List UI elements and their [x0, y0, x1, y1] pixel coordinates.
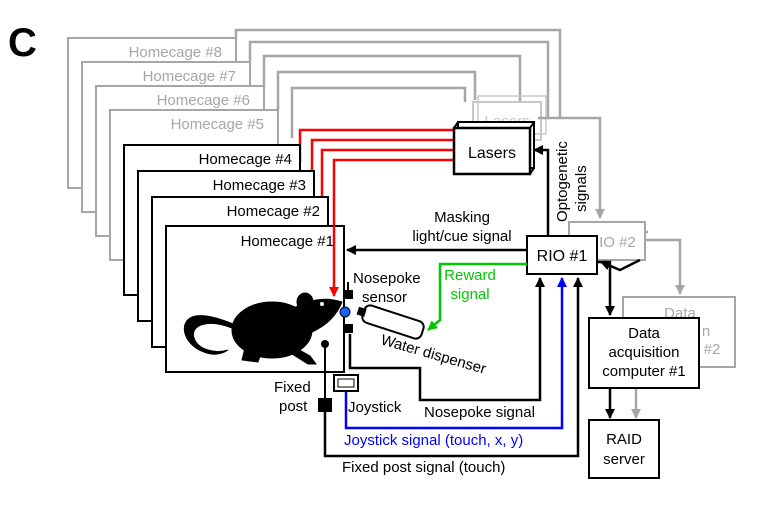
nosepoke-sensor-bottom [344, 324, 353, 333]
daq1-line-2: acquisition [609, 344, 680, 361]
nosepoke-sensor-label-1: Nosepoke [353, 270, 421, 287]
homecage-4-label: Homecage #4 [199, 151, 292, 168]
daq1-box [588, 317, 700, 389]
nosepoke-sensor-top [344, 290, 353, 299]
nosepoke-sensor-label-2: sensor [362, 289, 407, 306]
raid-box [588, 419, 660, 479]
homecage-3-label: Homecage #3 [213, 177, 306, 194]
homecage-2-label: Homecage #2 [227, 203, 320, 220]
lasers-box-edge-1 [453, 121, 459, 129]
masking-label-1: Masking [434, 209, 490, 226]
lasers-label: Lasers [468, 145, 516, 162]
daq1-line-3: computer #1 [602, 363, 685, 380]
fixed-post-signal-arrow [323, 277, 583, 458]
joystick-label: Joystick [348, 399, 402, 416]
raid-line-1: RAID [606, 431, 642, 448]
back-line-2 [248, 40, 550, 118]
rat-hind-leg [241, 343, 263, 363]
rio1-label: RIO #1 [537, 248, 588, 265]
rio2-label: RIO #2 [588, 234, 636, 251]
homecage-5-label: Homecage #5 [171, 116, 264, 133]
back-line-1 [234, 28, 562, 118]
fixed-post-signal-label: Fixed post signal (touch) [342, 459, 505, 476]
fixed-post-head [321, 340, 329, 348]
rat-eye [320, 302, 324, 306]
raid-line-2: server [603, 451, 645, 468]
daq1-line-1: Data [628, 325, 660, 342]
reward-arrow [427, 262, 527, 331]
reward-label-2: signal [450, 286, 489, 303]
homecage-8-label: Homecage #8 [129, 44, 222, 61]
rat-front-leg [291, 347, 317, 365]
joystick-signal-arrow [344, 277, 567, 430]
joystick-inner [337, 378, 355, 388]
back-line-5 [290, 86, 467, 138]
joystick-signal-label: Joystick signal (touch, x, y) [344, 432, 523, 449]
panel-letter: C [8, 21, 37, 65]
back-line-3 [262, 54, 522, 108]
rat-icon [183, 292, 343, 365]
optogenetic-label-1: Optogenetic [554, 141, 571, 222]
fixed-post-icon [318, 398, 332, 412]
rat-ear [296, 292, 314, 312]
water-dispenser-nozzle [356, 306, 367, 317]
lasers-box-edge-2 [529, 121, 535, 129]
masking-label-2: light/cue signal [412, 228, 511, 245]
homecage-7-label: Homecage #7 [143, 68, 236, 85]
daq2-line-2: n [702, 323, 710, 340]
optogenetic-arrow [533, 145, 550, 236]
rat-tail [183, 315, 247, 355]
back-cage-connections [234, 28, 562, 138]
rio1-daq1-arrow [597, 260, 615, 316]
rio1-box [526, 235, 598, 275]
reward-label-1: Reward [444, 267, 496, 284]
fixed-post-label-1: Fixed [274, 379, 311, 396]
lasers-box-edge-3 [529, 167, 535, 175]
back-line-4 [276, 70, 477, 110]
homecage-1-label: Homecage #1 [241, 233, 334, 250]
gray-arrow-to-rio2 [538, 116, 605, 219]
homecage-6-label: Homecage #6 [157, 92, 250, 109]
gray-arrow-rio2-daq2 [645, 238, 685, 295]
red-line-cage2 [320, 148, 454, 212]
daq2-line-3: #2 [704, 341, 721, 358]
water-dispenser [356, 304, 425, 340]
signal-arrows [323, 145, 641, 458]
optogenetic-label-2: signals [573, 165, 590, 212]
lasers-box [452, 126, 532, 176]
nosepoke-signal-label: Nosepoke signal [424, 404, 535, 421]
fixed-post-label-2: post [279, 398, 308, 415]
nosepoke-sensor-led [339, 306, 351, 318]
water-dispenser-label: Water dispenser [379, 332, 488, 378]
nosepoke-signal-arrow [348, 277, 545, 402]
rio1-rio2-arrow [600, 258, 641, 272]
